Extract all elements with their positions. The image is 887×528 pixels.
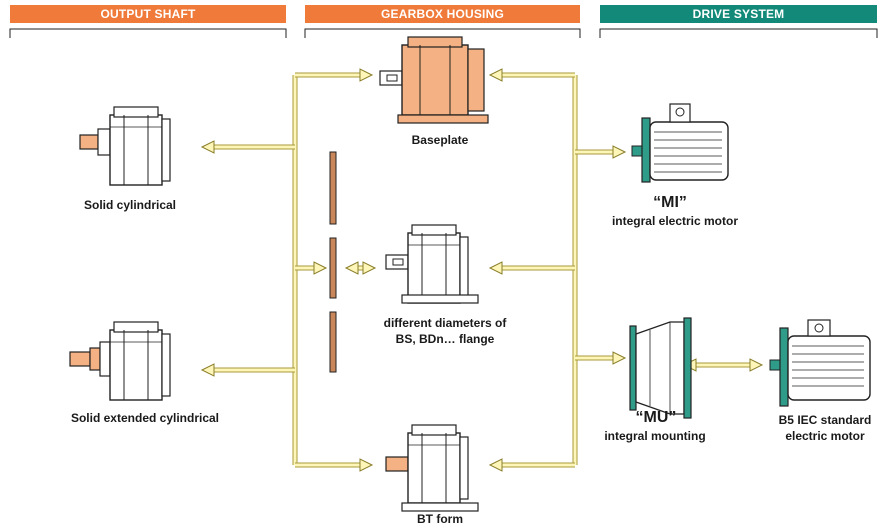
arrowheads [200, 68, 764, 472]
flange-plates [329, 151, 337, 373]
label-mu-code: “MU” [635, 409, 677, 426]
label-mi-code: “MI” [653, 194, 687, 211]
label-mi-desc: integral electric motor [611, 214, 739, 228]
flange-gearbox [385, 224, 479, 304]
header-drive-system: DRIVE SYSTEM [600, 5, 877, 23]
label-baseplate: Baseplate [411, 133, 469, 147]
label-flange-line2: BS, BDn… flange [395, 332, 495, 346]
label-b5-line1: B5 IEC standard [778, 413, 872, 427]
bt-form-gearbox [385, 424, 479, 512]
label-solid-extended: Solid extended cylindrical [70, 411, 220, 425]
solid-extended-gearbox [69, 321, 171, 401]
header-output-shaft: OUTPUT SHAFT [10, 5, 286, 23]
header-gearbox-housing: GEARBOX HOUSING [305, 5, 580, 23]
mi-integral-motor [631, 103, 729, 183]
header-brackets [9, 28, 878, 38]
label-mu-desc: integral mounting [604, 429, 706, 443]
mu-integral-mounting [629, 317, 692, 419]
label-solid-cylindrical: Solid cylindrical [83, 198, 177, 212]
label-b5-line2: electric motor [785, 429, 865, 443]
baseplate-gearbox [379, 36, 489, 124]
b5-iec-motor [769, 319, 871, 407]
label-flange-line1: different diameters of [383, 316, 507, 330]
label-bt-form: BT form [417, 512, 463, 526]
solid-cylindrical-gearbox [79, 106, 171, 186]
